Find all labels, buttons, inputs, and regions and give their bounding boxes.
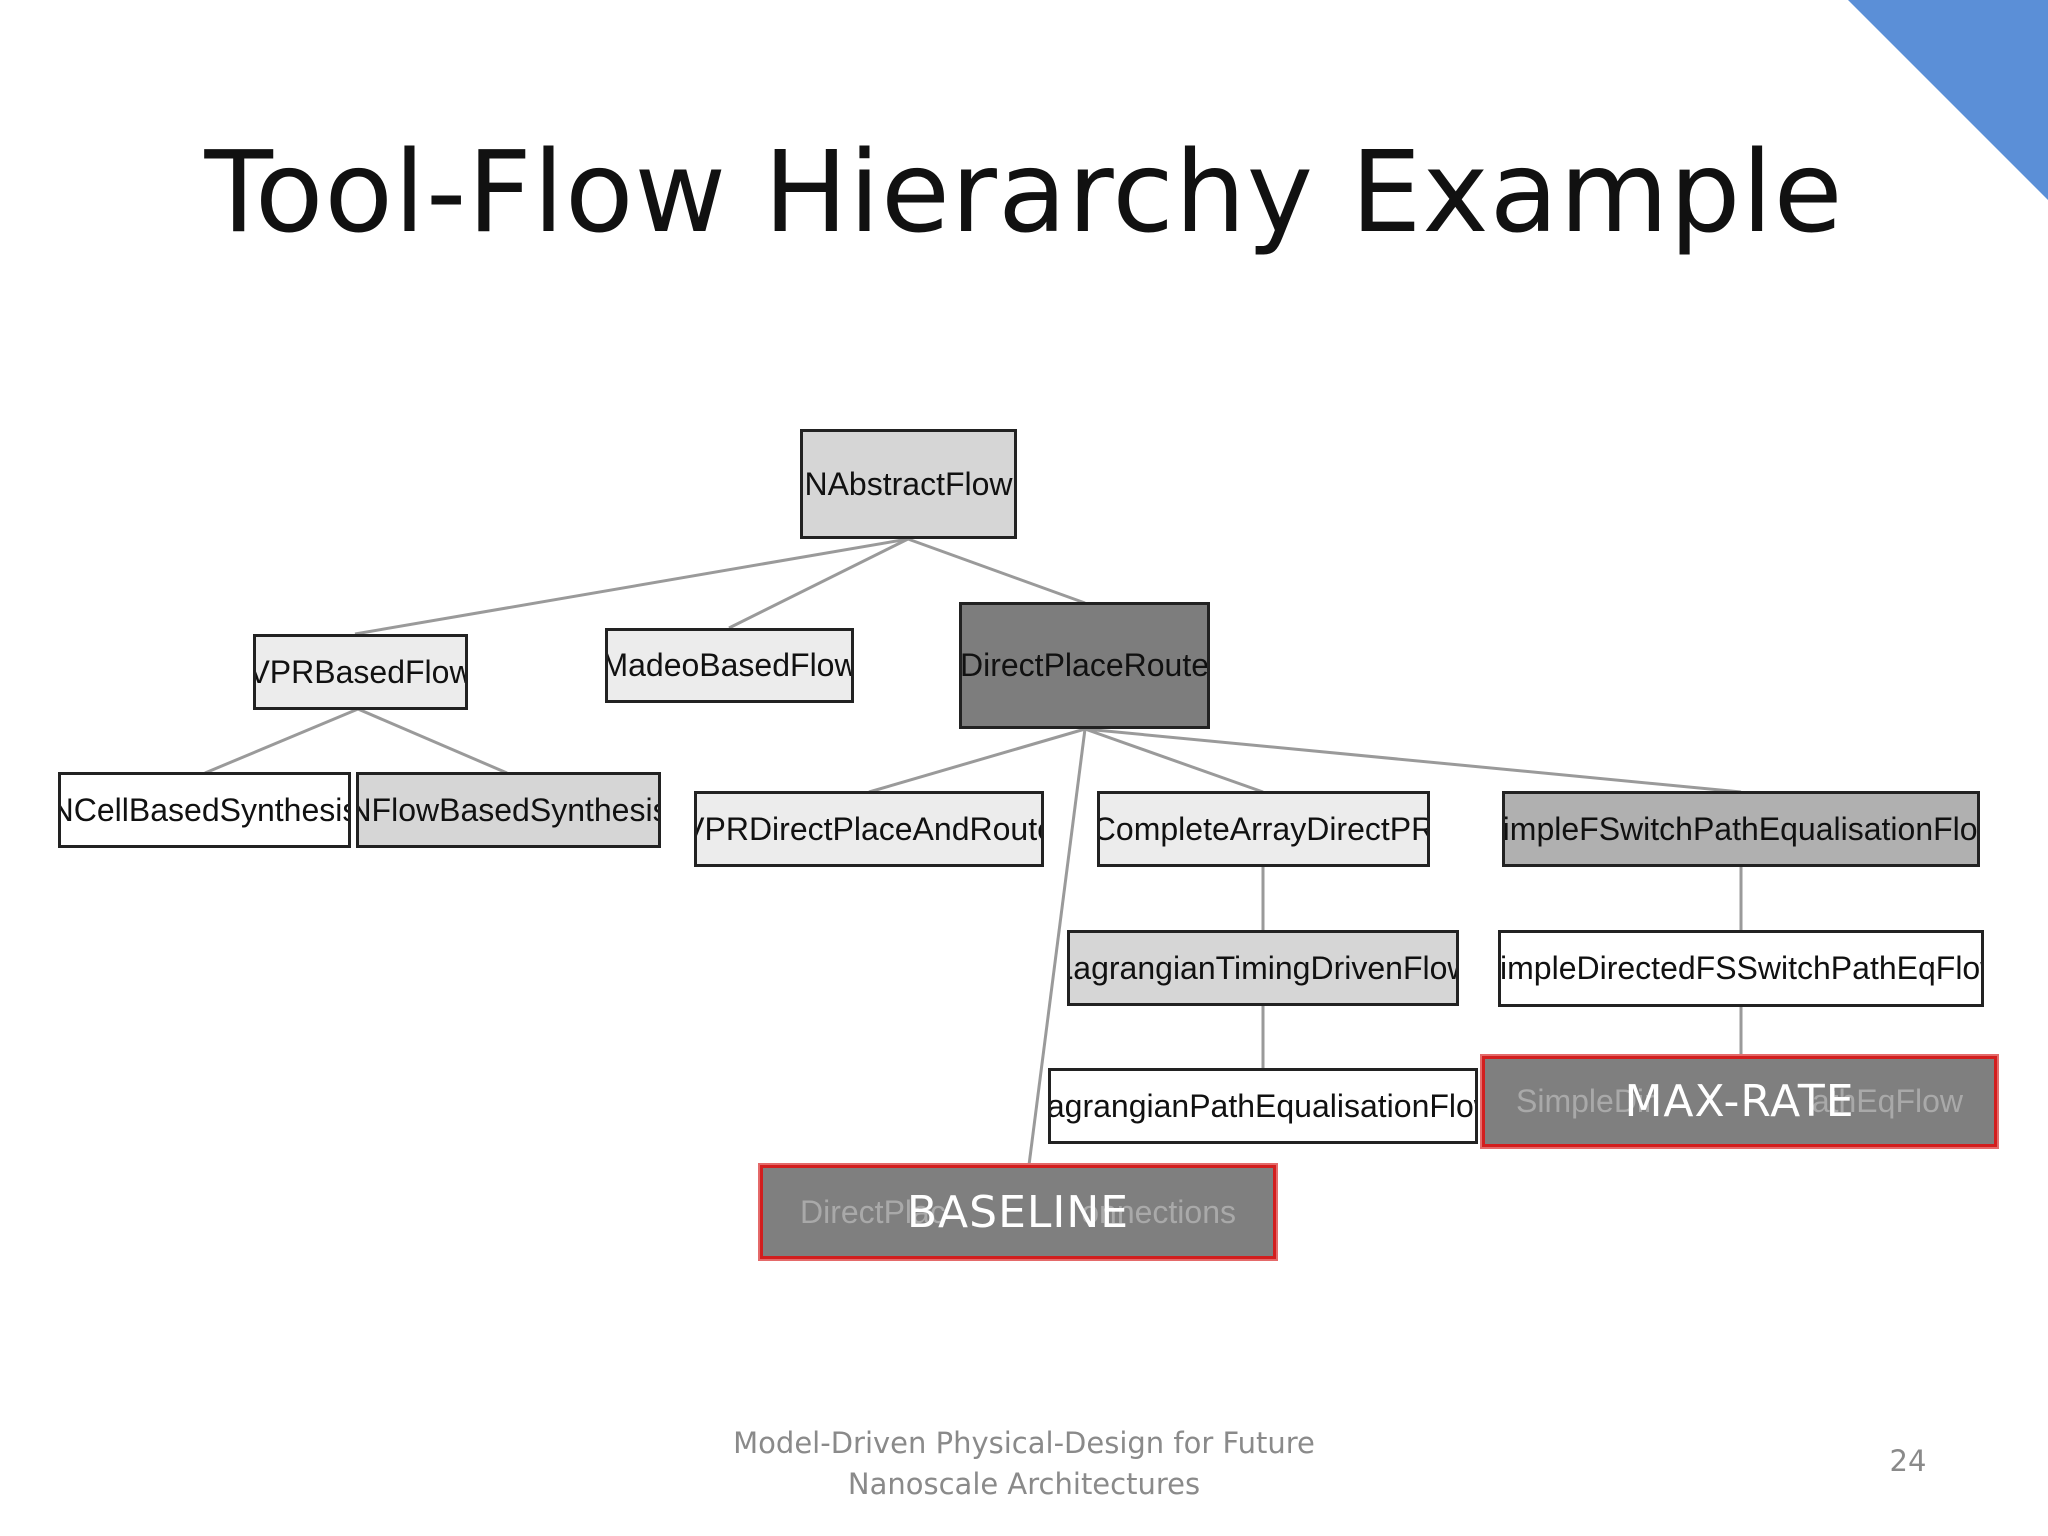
node-label: SimpleDirectedFSSwitchPathEqFlow [1498, 950, 1984, 986]
footer-line-1: Model-Driven Physical-Design for Future [733, 1426, 1315, 1460]
slide-footer: Model-Driven Physical-Design for Future … [624, 1423, 1424, 1505]
ghost-label: DirectPlac onnections [763, 1168, 1273, 1256]
edge-vprbasedflow-ncellbasedsynthesis [204, 707, 359, 775]
node-label: VPRBasedFlow [253, 653, 468, 690]
node-vprdirectplaceandroute: VPRDirectPlaceAndRoute [694, 791, 1044, 867]
node-label: LagrangianPathEqualisationFlow [1048, 1087, 1478, 1124]
page-number: 24 [1889, 1444, 1927, 1478]
ghost-label-right: onnections [1081, 1193, 1236, 1230]
node-vprbasedflow: VPRBasedFlow [253, 634, 468, 710]
edge-directplaceroute-vprdirectplaceandroute [868, 727, 1086, 794]
node-madeobasedflow: MadeoBasedFlow [605, 628, 854, 703]
node-label: LagrangianTimingDrivenFlow [1067, 949, 1459, 986]
edge-nabstractflow-directplaceroute [907, 537, 1086, 605]
ghost-label: SimpleDir athEqFlow [1485, 1059, 1994, 1144]
node-nabstractflow: NAbstractFlow [800, 429, 1017, 539]
edge-directplaceroute-simplefswitchpathequalisationflow [1084, 727, 1742, 794]
node-nflowbasedsynthesis: NFlowBasedSynthesis [356, 772, 661, 848]
node-simpledirectedfsswitchpatheqflow: SimpleDirectedFSSwitchPathEqFlow [1498, 930, 1984, 1007]
edge-nabstractflow-vprbasedflow [354, 537, 909, 636]
node-label: SimpleFSwitchPathEqualisationFlow [1502, 810, 1980, 847]
slide-title: Tool-Flow Hierarchy Example [204, 128, 1844, 258]
edge-nabstractflow-madeobasedflow [728, 537, 909, 630]
ghost-label-right: athEqFlow [1811, 1083, 1963, 1119]
node-label: NCellBasedSynthesis [58, 791, 351, 828]
edge-directplaceroute-baseline [1027, 728, 1087, 1166]
node-baseline-highlight: DirectPlac onnections BASELINE [760, 1165, 1276, 1259]
ghost-label-left: DirectPlac [800, 1193, 946, 1230]
baseline-label: BASELINE [906, 1186, 1130, 1238]
node-label: MadeoBasedFlow [605, 647, 854, 683]
node-completearraydirectpr: CompleteArrayDirectPR [1097, 791, 1430, 867]
node-max-rate-highlight: SimpleDir athEqFlow MAX-RATE [1482, 1056, 1997, 1147]
node-label: NAbstractFlow [804, 465, 1013, 502]
corner-accent-shape [1848, 0, 2048, 200]
ghost-label-left: SimpleDir [1516, 1083, 1655, 1119]
node-directplaceroute: DirectPlaceRoute [959, 602, 1210, 729]
node-simplefswitchpathequalisationflow: SimpleFSwitchPathEqualisationFlow [1502, 791, 1980, 867]
node-ncellbasedsynthesis: NCellBasedSynthesis [58, 772, 351, 848]
node-label: DirectPlaceRoute [960, 647, 1209, 683]
edge-vprbasedflow-nflowbasedsynthesis [357, 707, 508, 775]
node-label: VPRDirectPlaceAndRoute [694, 810, 1044, 847]
edge-directplaceroute-completearraydirectpr [1084, 727, 1264, 794]
node-label: CompleteArrayDirectPR [1097, 810, 1430, 847]
footer-line-2: Nanoscale Architectures [847, 1467, 1201, 1501]
node-lagrangianpathequalisationflow: LagrangianPathEqualisationFlow [1048, 1068, 1478, 1144]
node-lagrangiantimingdrivenflow: LagrangianTimingDrivenFlow [1067, 930, 1459, 1006]
node-label: NFlowBasedSynthesis [356, 791, 661, 828]
max-rate-label: MAX-RATE [1624, 1076, 1855, 1127]
